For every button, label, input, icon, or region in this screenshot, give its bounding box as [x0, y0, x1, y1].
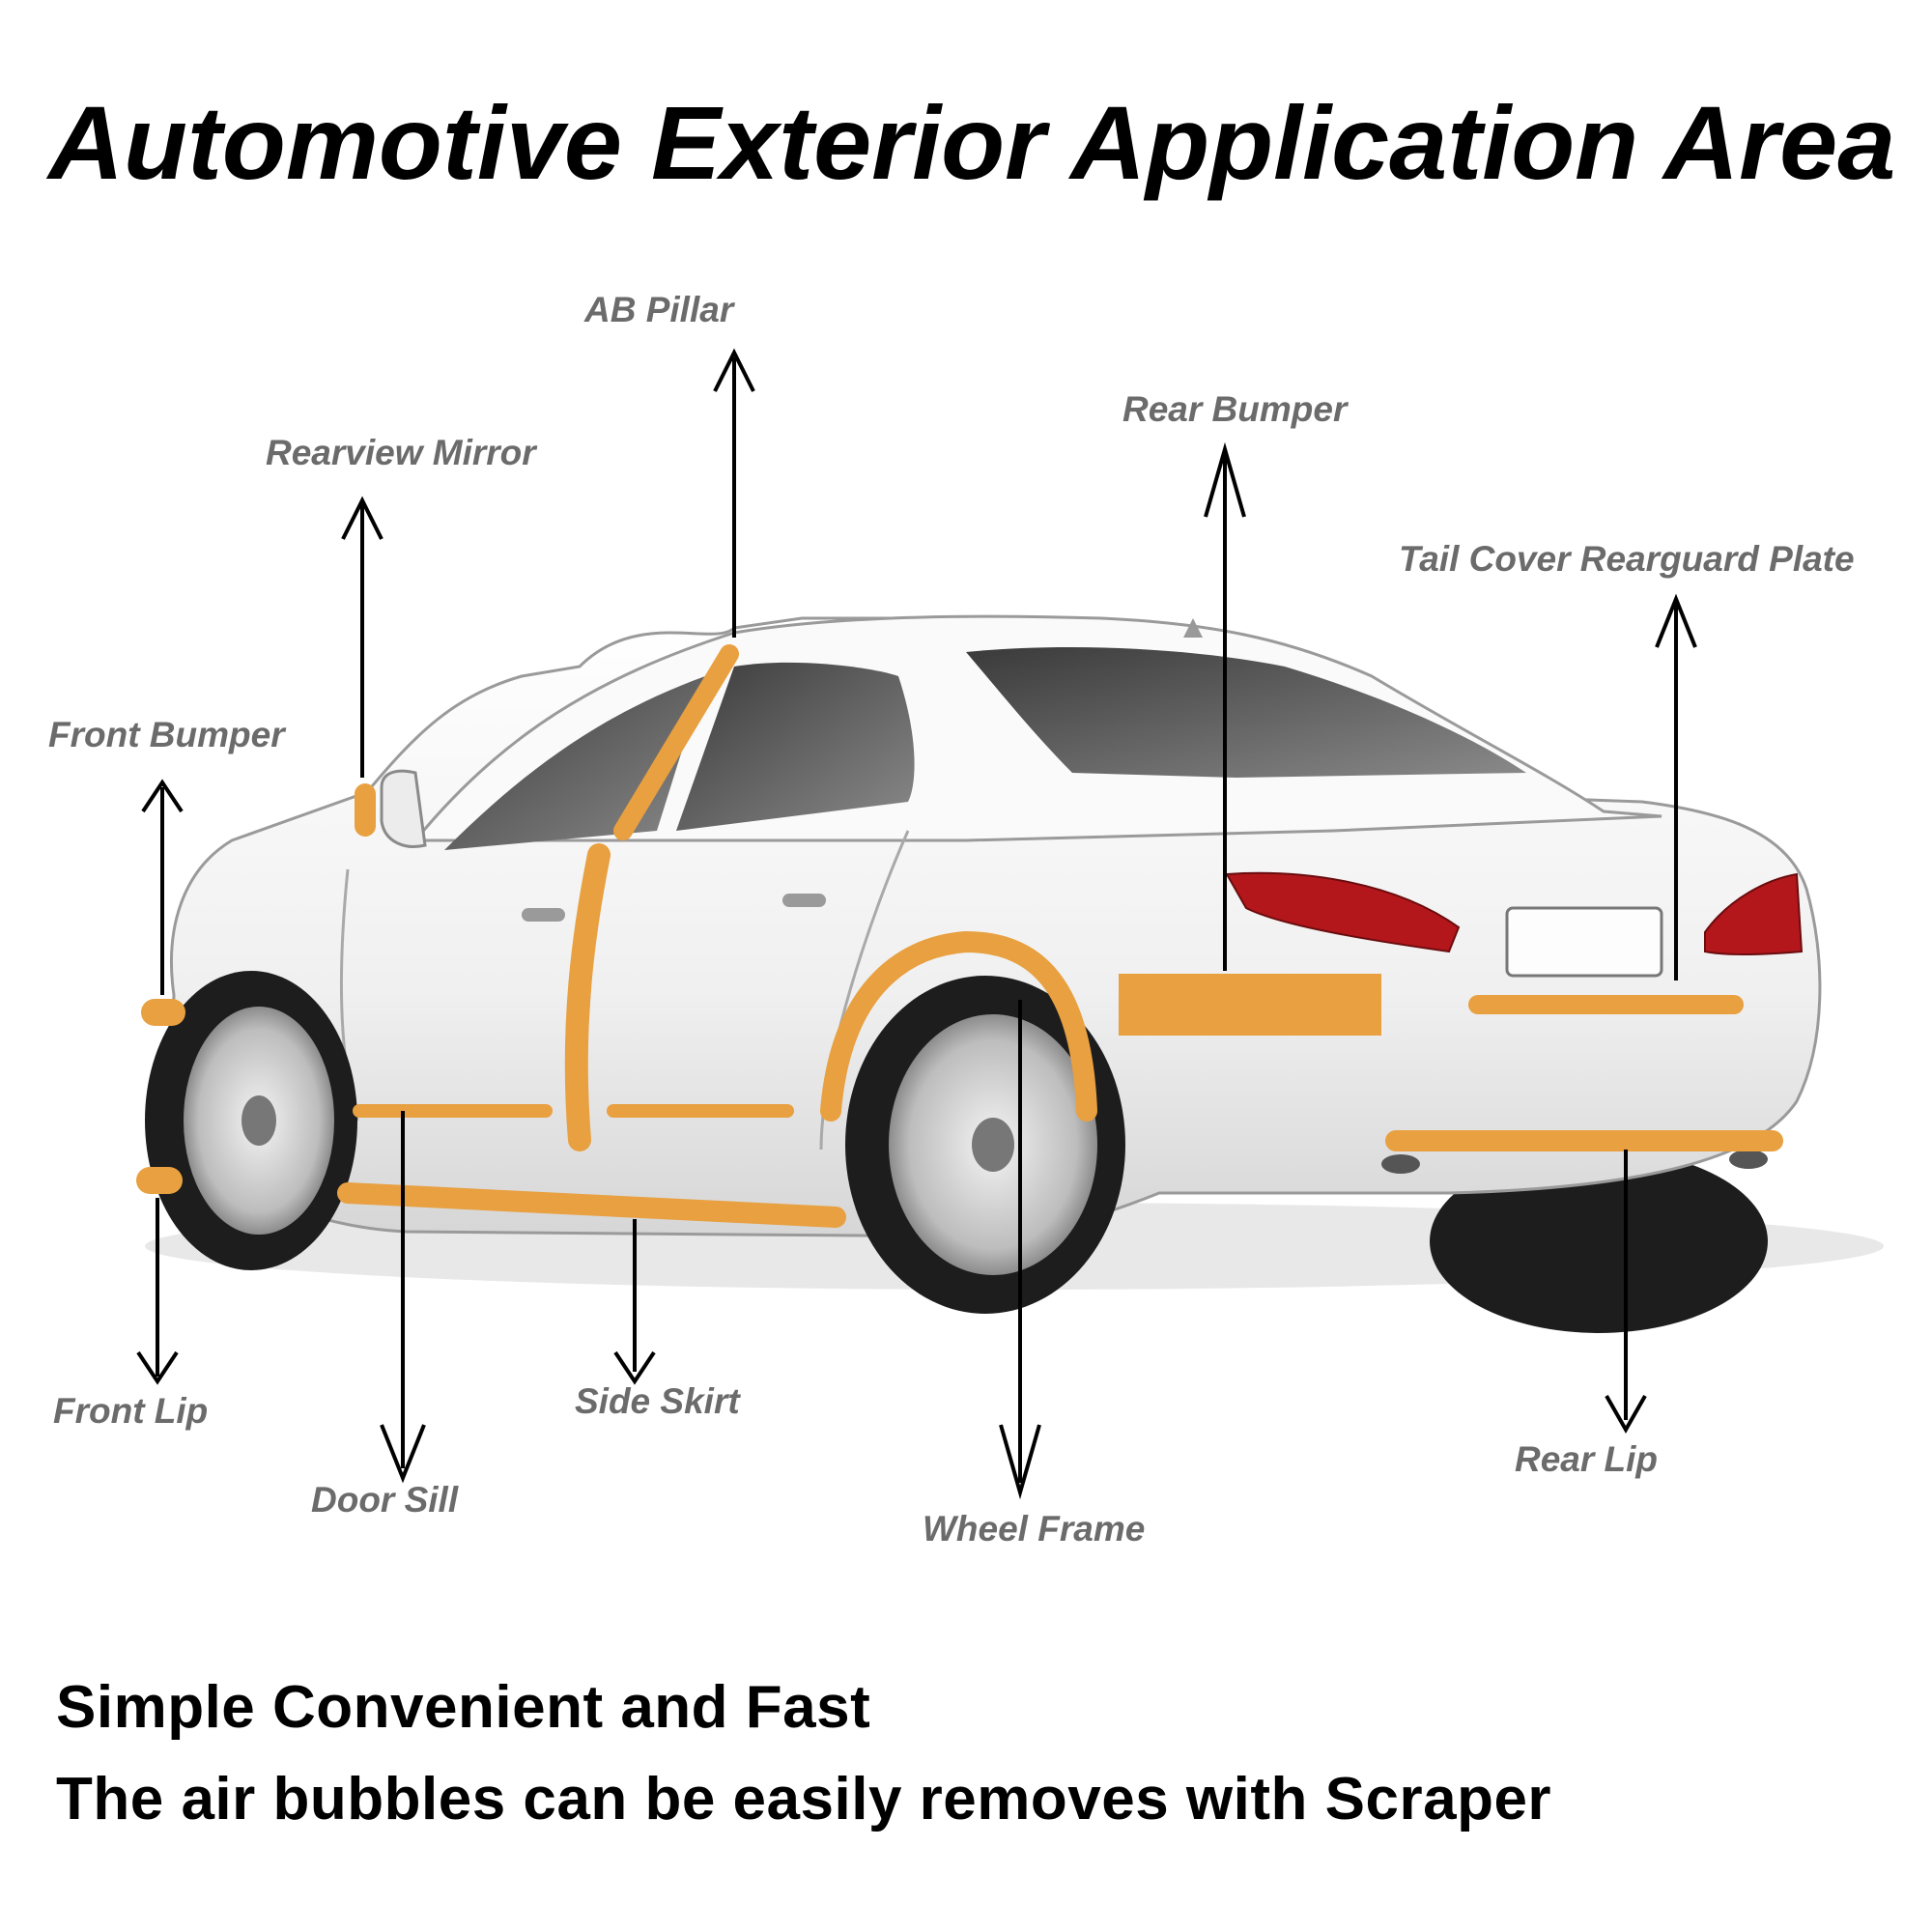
label-front-lip: Front Lip [53, 1391, 209, 1431]
rear-door-handle [782, 894, 826, 907]
arrow-rear-bumper [1204, 441, 1246, 971]
front-door-handle [522, 908, 565, 922]
application-strips [136, 644, 1783, 1228]
arrow-tail-cover [1655, 593, 1697, 980]
strip-side-skirt [337, 1182, 846, 1228]
antenna [1183, 618, 1203, 638]
label-door-sill: Door Sill [311, 1480, 459, 1520]
label-ab-pillar: AB Pillar [584, 290, 734, 329]
arrow-front-bumper [141, 779, 184, 995]
front-wheel [145, 971, 357, 1270]
side-mirror [380, 769, 427, 848]
label-rear-bumper: Rear Bumper [1122, 389, 1348, 429]
tagline-line-2: The air bubbles can be easily removes wi… [56, 1766, 1552, 1833]
arrow-side-skirt [613, 1219, 656, 1385]
label-rear-lip: Rear Lip [1515, 1439, 1659, 1479]
label-wheel-frame: Wheel Frame [923, 1509, 1146, 1548]
strip-b-pillar-edge [564, 843, 611, 1151]
exhaust-right [1729, 1150, 1768, 1169]
rear-left-wheel [845, 976, 1125, 1314]
tail-light-left [1225, 871, 1461, 953]
label-front-bumper: Front Bumper [48, 715, 285, 754]
label-rearview-mirror: Rearview Mirror [266, 433, 536, 472]
strip-ab-pillar [613, 644, 739, 840]
tagline-line-1: Simple Convenient and Fast [56, 1674, 871, 1741]
arrow-ab-pillar [713, 348, 755, 638]
arrow-front-lip [136, 1198, 179, 1385]
label-side-skirt: Side Skirt [575, 1381, 740, 1421]
rear-door-window [676, 662, 915, 831]
license-plate [1505, 906, 1663, 978]
arrow-rear-lip [1605, 1150, 1647, 1435]
strip-wheel-frame [820, 930, 1097, 1122]
exhaust-left [1381, 1154, 1420, 1174]
arrow-rearview-mirror [341, 496, 384, 778]
tail-light-right [1704, 872, 1804, 956]
arrow-wheel-frame [999, 1000, 1041, 1500]
label-tail-cover: Tail Cover Rearguard Plate [1399, 539, 1855, 579]
page-title: Automotive Exterior Application Area [48, 84, 1896, 201]
rear-right-wheel [1430, 1150, 1768, 1333]
arrow-door-sill [380, 1111, 426, 1484]
callout-arrows [136, 348, 1697, 1500]
rear-windshield [966, 647, 1526, 778]
